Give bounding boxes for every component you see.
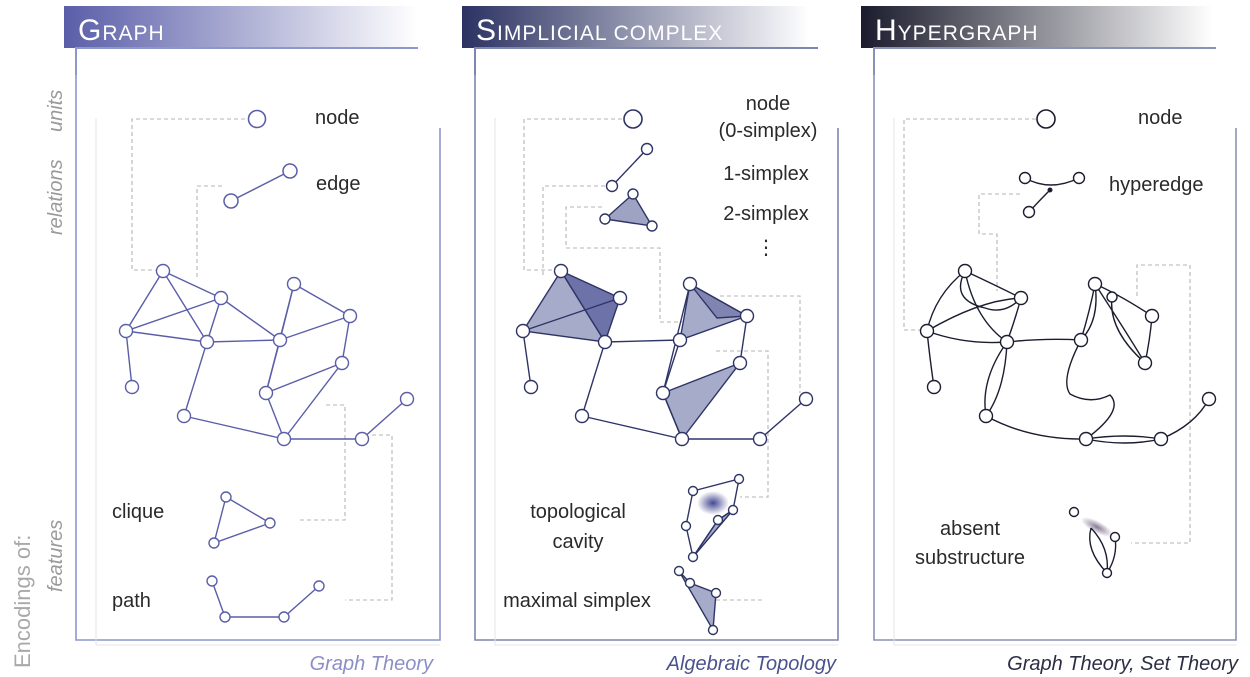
hypergraph-frame (873, 75, 1237, 641)
panel-hypergraph: HYPERGRAPH Graph Theory, Set Theory node… (861, 6, 1239, 675)
simplicial-legend-node (623, 109, 643, 129)
simplicial-maximal-simplex (673, 565, 722, 636)
hypergraph-discipline: Graph Theory, Set Theory (1007, 653, 1239, 675)
panel-graph: GRAPH Graph Theory node edge (64, 6, 441, 675)
graph-edge-label: edge (316, 173, 361, 195)
hypergraph-network (919, 263, 1217, 447)
simplicial-frame (474, 75, 839, 641)
simplicial-legend-2-simplex (599, 188, 658, 232)
simplicial-cavity-label-2: cavity (552, 531, 603, 553)
hypergraph-title: HYPERGRAPH (875, 14, 1039, 47)
graph-path (206, 575, 325, 623)
simplicial-ellipsis: ⋮ (756, 237, 776, 259)
hypergraph-absent-substructure (1068, 506, 1121, 579)
hypergraph-legend-node (1036, 109, 1056, 129)
simplicial-2-simplex-label: 2-simplex (723, 203, 809, 225)
side-label-features: features (45, 520, 67, 592)
simplicial-cavity (680, 473, 745, 563)
graph-path-label: path (112, 590, 151, 612)
hypergraph-title-bar (861, 6, 1213, 48)
graph-frame-top (75, 47, 418, 75)
side-label-relations: relations (45, 159, 67, 235)
graph-clique-label: clique (112, 501, 164, 523)
graph-title-bar (64, 6, 418, 48)
graph-clique (208, 491, 276, 549)
simplicial-title: SIMPLICIAL COMPLEX (476, 14, 723, 47)
simplicial-1-simplex-label: 1-simplex (723, 163, 809, 185)
simplicial-node-label-2: (0-simplex) (719, 120, 818, 142)
panel-simplicial: SIMPLICIAL COMPLEX Algebraic Topology no… (462, 6, 839, 675)
hypergraph-absent-label-2: substructure (915, 547, 1025, 569)
graph-legend-node (247, 109, 267, 129)
graph-discipline: Graph Theory (310, 653, 434, 675)
simplicial-network (515, 263, 814, 447)
simplicial-maximal-label: maximal simplex (503, 590, 651, 612)
simplicial-cavity-label: topological (530, 501, 626, 523)
side-label-units: units (45, 90, 67, 132)
graph-frame (75, 75, 441, 641)
simplicial-title-bar (462, 6, 810, 48)
graph-legend-edge (223, 163, 298, 209)
simplicial-legend-1-simplex (605, 142, 654, 193)
hypergraph-legend-hyperedge (1018, 171, 1086, 219)
graph-title: GRAPH (78, 14, 165, 47)
hypergraph-hyperedge-label: hyperedge (1109, 174, 1204, 196)
graph-network (118, 263, 415, 447)
side-labels: Encodings of: units relations features (10, 90, 67, 668)
side-label-encodings: Encodings of: (10, 535, 35, 668)
simplicial-node-label: node (746, 93, 791, 115)
hypergraph-absent-label: absent (940, 518, 1000, 540)
hypergraph-node-label: node (1138, 107, 1183, 129)
graph-node-label: node (315, 107, 360, 129)
simplicial-discipline: Algebraic Topology (666, 653, 837, 675)
